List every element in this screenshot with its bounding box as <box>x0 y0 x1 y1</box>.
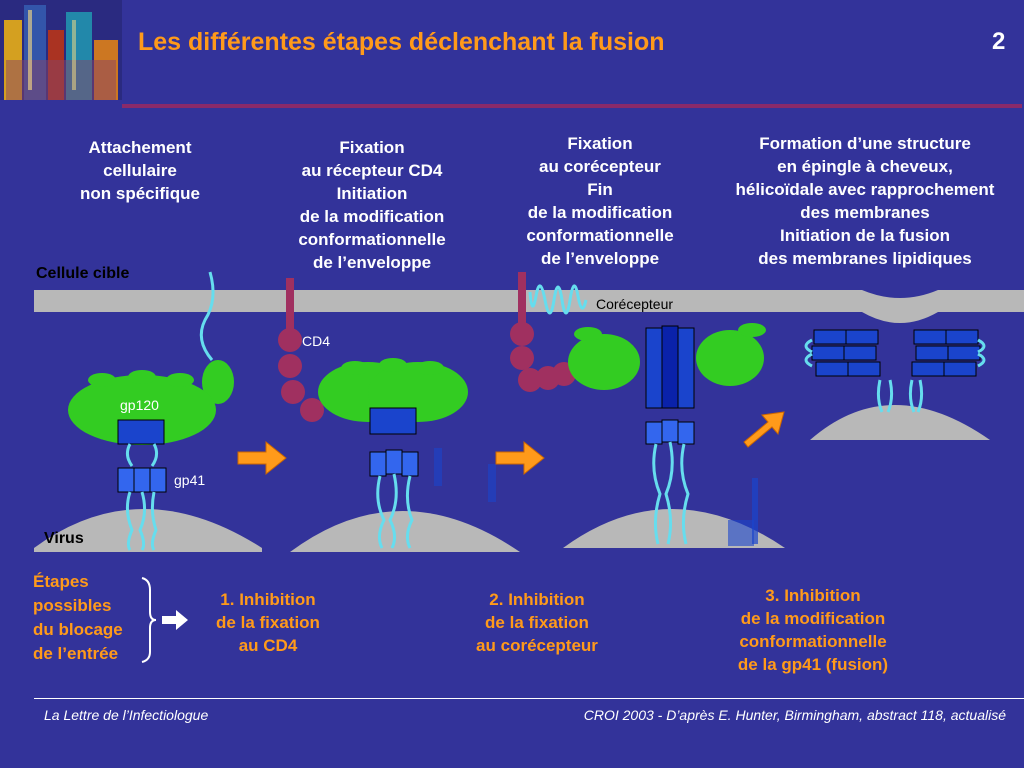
stage-4-hairpin <box>804 329 986 413</box>
cd4-label: CD4 <box>302 333 331 349</box>
virus-membrane-2 <box>290 511 520 552</box>
footer-divider <box>34 698 1024 699</box>
footer-left: La Lettre de l’Infectiologue <box>44 707 209 723</box>
gp120-label: gp120 <box>120 397 159 413</box>
blocking-intro: Étapes possibles du blocage de l’entrée <box>33 572 123 663</box>
coreceptor-label: Corécepteur <box>596 296 674 312</box>
city-logo <box>0 0 122 100</box>
virus-membrane-1 <box>34 509 262 552</box>
footer-right: CROI 2003 - D’après E. Hunter, Birmingha… <box>583 707 1006 723</box>
blocking-bracket <box>141 577 157 663</box>
arrow-2 <box>495 440 545 476</box>
page-number: 2 <box>992 28 1006 55</box>
arrow-3 <box>743 411 785 448</box>
title-divider <box>122 104 1022 108</box>
gp41-label: gp41 <box>174 472 206 488</box>
stage-3-envelope <box>510 272 766 546</box>
stage-1-envelope <box>68 271 234 551</box>
arrow-1 <box>237 440 287 476</box>
blocking-item-1: 1. Inhibition de la fixation au CD4 <box>216 590 320 655</box>
blocking-item-2: 2. Inhibition de la fixation au corécept… <box>476 590 598 655</box>
blocking-item-3: 3. Inhibition de la modification conform… <box>737 586 889 674</box>
virus-label: Virus <box>44 530 84 547</box>
stage-2-label: Fixation au récepteur CD4 Initiation de … <box>298 138 446 272</box>
stage-1-label: Attachement cellulaire non spécifique <box>80 138 200 203</box>
virus-membrane-4 <box>810 405 990 440</box>
stage-3-label: Fixation au corécepteur Fin de la modifi… <box>526 134 674 268</box>
blocking-arrow <box>162 610 188 630</box>
stage-2-envelope <box>278 278 496 549</box>
target-cell-label: Cellule cible <box>36 265 130 282</box>
slide-title: Les différentes étapes déclenchant la fu… <box>138 28 665 56</box>
target-cell-membrane <box>34 290 1024 323</box>
stage-4-label: Formation d’une structure en épingle à c… <box>735 134 995 268</box>
